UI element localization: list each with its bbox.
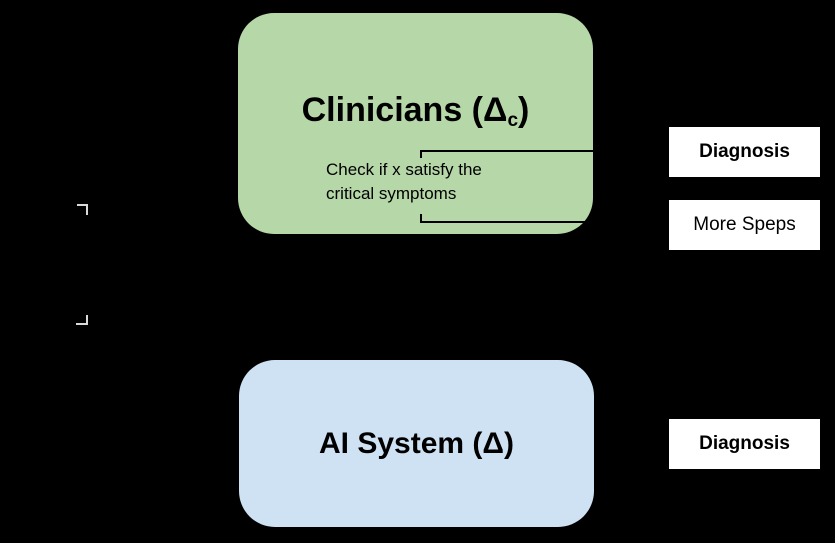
clinicians-title-close-paren: ) — [518, 91, 530, 129]
diagnosis-output-box-bottom: Diagnosis — [669, 419, 820, 469]
ai-system-node: AI System (Δ) — [239, 360, 594, 527]
clinicians-node: Clinicians (Δc) Check if x satisfy the c… — [238, 13, 593, 234]
bracket-bottom-corner-mark — [76, 315, 88, 325]
clinicians-node-note: Check if x satisfy the critical symptoms — [326, 158, 482, 206]
clinicians-note-line1: Check if x satisfy the — [326, 160, 482, 179]
diagnosis-output-top-label: Diagnosis — [699, 141, 790, 162]
clinicians-title-text: Clinicians (Δ — [301, 91, 508, 129]
diagnosis-output-bottom-label: Diagnosis — [699, 433, 790, 454]
more-steps-output-box: More Speps — [669, 200, 820, 250]
diagnosis-output-box-top: Diagnosis — [669, 127, 820, 177]
bracket-top-corner-mark — [77, 204, 88, 215]
clinicians-note-line2: critical symptoms — [326, 184, 457, 203]
clinicians-title-subscript: c — [507, 110, 519, 132]
more-steps-output-label: More Speps — [693, 214, 796, 235]
clinicians-node-title: Clinicians (Δc) — [238, 91, 593, 130]
ai-system-node-title: AI System (Δ) — [319, 426, 514, 460]
